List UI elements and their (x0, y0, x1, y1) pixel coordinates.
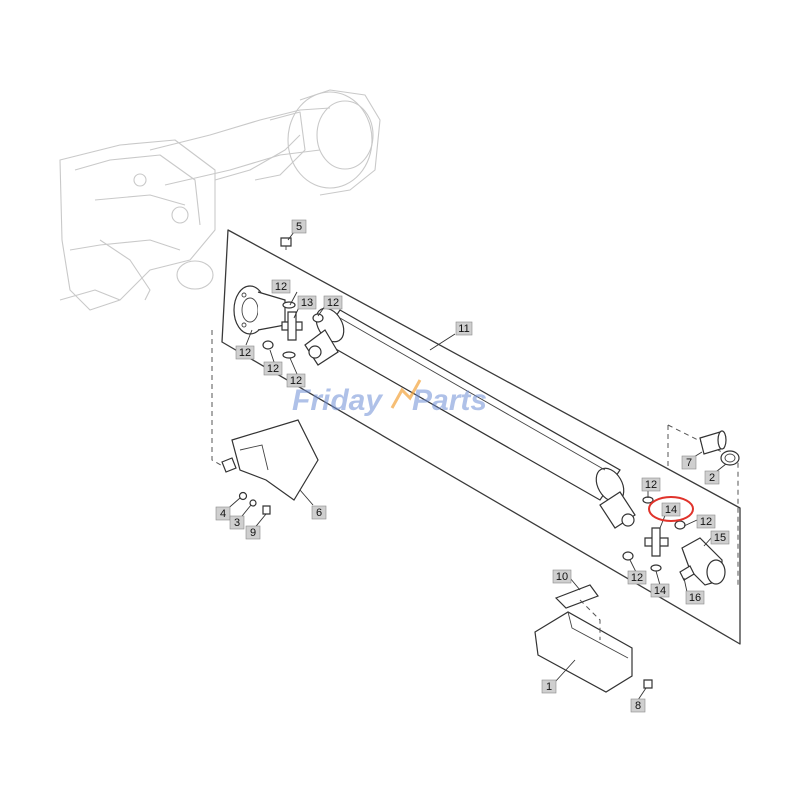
callout-12-e: 12 (641, 477, 661, 492)
callout-14-a: 13 (297, 295, 317, 310)
svg-text:13: 13 (301, 297, 313, 309)
svg-text:12: 12 (239, 347, 251, 359)
callout-5: 5 (291, 219, 307, 234)
callout-9: 9 (245, 525, 261, 540)
highlight-ring (648, 496, 694, 522)
shield-hardware (238, 491, 271, 515)
callout-14-b: 14 (661, 502, 681, 517)
watermark: Friday Parts (292, 379, 487, 417)
watermark-text-left: Friday (292, 384, 383, 417)
callout-12-d: 12 (323, 295, 343, 310)
callout-2: 2 (704, 470, 720, 485)
callout-10: 10 (552, 569, 572, 584)
svg-text:3: 3 (234, 517, 240, 529)
callout-7: 7 (681, 455, 697, 470)
svg-text:12: 12 (700, 516, 712, 528)
svg-text:11: 11 (458, 323, 469, 335)
svg-text:8: 8 (635, 700, 641, 712)
bolt-5 (280, 237, 292, 250)
callout-12-g: 12 (627, 570, 647, 585)
callout-1: 1 (541, 679, 557, 694)
watermark-text-right: Parts (412, 384, 487, 417)
callout-3: 3 (229, 515, 245, 530)
callout-12-h: 14 (650, 583, 670, 598)
svg-text:16: 16 (689, 592, 701, 604)
callouts: 11 5 12 12 12 12 13 12 6 4 3 9 7 2 12 14… (215, 219, 730, 713)
front-shield (211, 330, 319, 501)
assembly-frame (221, 229, 741, 645)
callout-12-c: 12 (271, 279, 291, 294)
callout-12-b: 12 (286, 373, 306, 388)
svg-text:10: 10 (556, 571, 568, 583)
svg-text:2: 2 (709, 472, 715, 484)
flange-yoke (233, 285, 286, 335)
svg-text:6: 6 (316, 507, 322, 519)
callout-11: 11 (455, 321, 473, 336)
svg-text:12: 12 (327, 297, 339, 309)
callout-8: 8 (630, 698, 646, 713)
svg-text:4: 4 (220, 508, 226, 520)
front-cross-kit (262, 301, 324, 359)
svg-text:14: 14 (665, 504, 677, 516)
svg-text:12: 12 (290, 375, 302, 387)
callout-16: 16 (685, 590, 705, 605)
svg-text:15: 15 (714, 532, 726, 544)
bushing-subframe (667, 424, 739, 586)
slip-yoke (679, 537, 726, 586)
svg-text:5: 5 (296, 221, 302, 233)
svg-text:12: 12 (267, 363, 279, 375)
svg-text:9: 9 (250, 527, 256, 539)
callout-12-a: 12 (263, 361, 283, 376)
svg-text:7: 7 (686, 457, 692, 469)
svg-text:14: 14 (654, 585, 666, 597)
callout-6: 6 (311, 505, 327, 520)
axle-housing-ghost (59, 89, 381, 311)
callout-12-f: 12 (696, 514, 716, 529)
watermark-swoosh (390, 379, 422, 409)
callout-15: 15 (710, 530, 730, 545)
rear-shield (534, 584, 653, 693)
svg-text:12: 12 (631, 572, 643, 584)
driveshaft-tube (304, 307, 636, 529)
svg-text:12: 12 (645, 479, 657, 491)
svg-text:12: 12 (275, 281, 287, 293)
bushing-and-seal (699, 430, 740, 466)
callout-4: 4 (215, 506, 231, 521)
rear-cross-kit (622, 496, 686, 572)
callout-13: 12 (235, 345, 255, 360)
svg-text:1: 1 (546, 681, 552, 693)
